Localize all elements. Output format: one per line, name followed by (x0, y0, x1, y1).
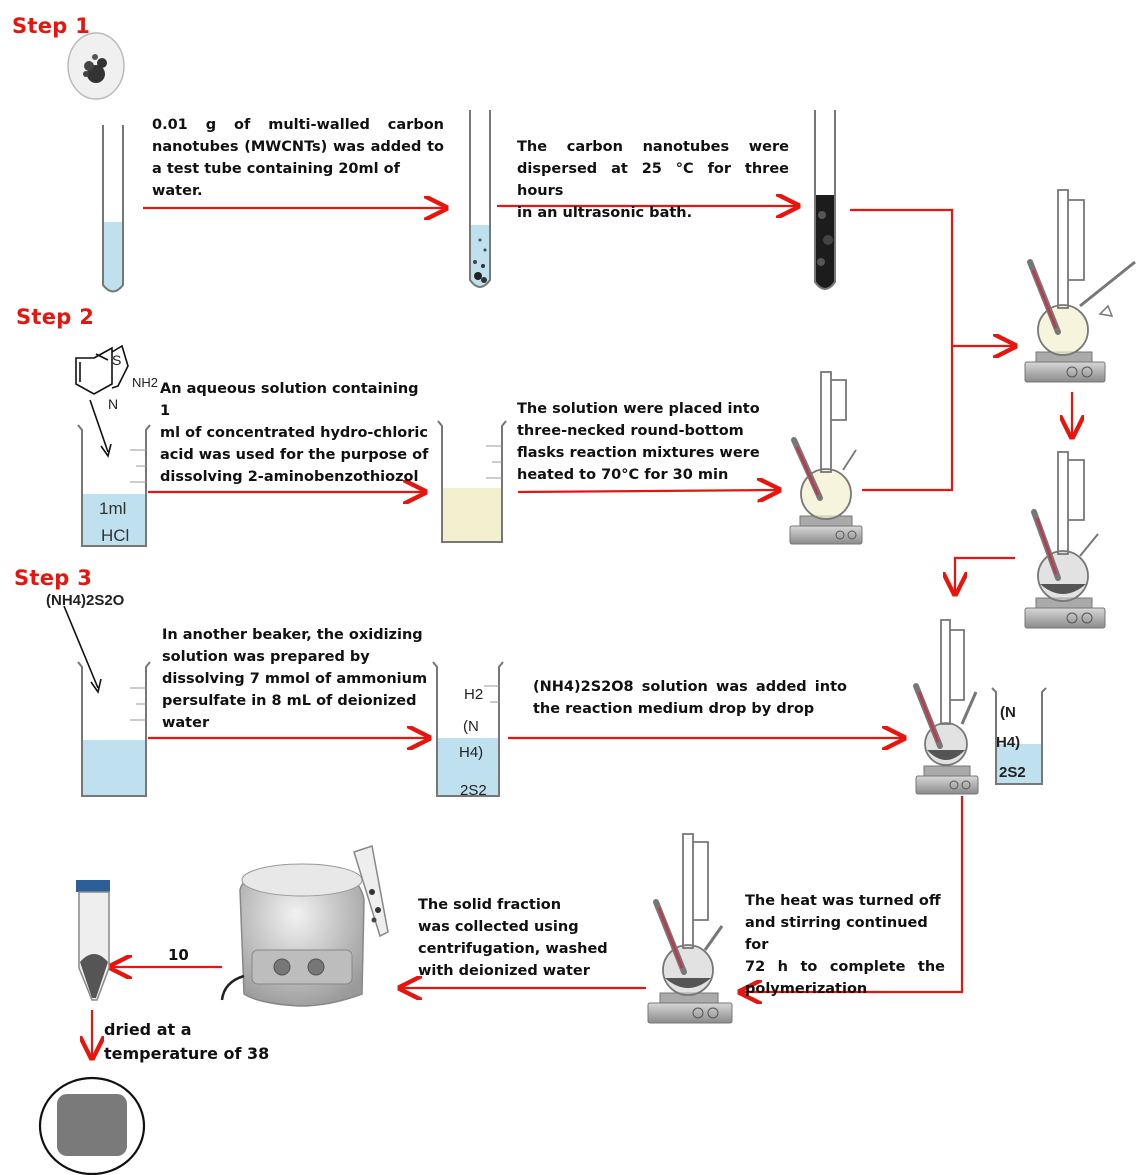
text-line: water (162, 715, 210, 731)
text-line: (NH4)2S2O8 solution was added into (533, 679, 847, 695)
text-line: An aqueous solution containing 1 (160, 381, 419, 419)
description-mwcnt-addition: 0.01 g of multi-walled carbon nanotubes … (152, 114, 444, 202)
text-line: In another beaker, the oxidizing (162, 627, 423, 643)
text-line: with deionized water (418, 963, 590, 979)
beaker2-label-4: 2S2 (460, 782, 487, 796)
arrow-7 (955, 556, 1015, 594)
text-line: 0.01 g of multi-walled carbon (152, 117, 444, 133)
text-line: The carbon nanotubes were (517, 139, 789, 155)
reaction-setup-oxidation (913, 619, 979, 795)
beaker-dissolved-solution (437, 420, 507, 543)
description-flask-heating: The solution were placed into three-neck… (517, 398, 777, 486)
beaker-hcl (77, 424, 151, 547)
reaction-setup-polymerization (647, 833, 733, 1024)
text-line: dispersed at 25 °C for three hours (517, 161, 789, 199)
step-3-heading: Step 3 (14, 566, 93, 590)
text-line: The heat was turned off (745, 893, 941, 909)
text-line: the reaction medium drop by drop (533, 701, 815, 717)
step-2-heading: Step 2 (16, 305, 95, 329)
connector-2 (862, 346, 954, 492)
text-line: temperature of 38 (104, 1044, 270, 1063)
beaker3-label-3: 2S2 (999, 764, 1026, 781)
text-line: was collected using (418, 919, 579, 935)
beaker2-label-2: (N (463, 718, 479, 735)
text-line: acid was used for the purpose of (160, 447, 429, 463)
reagent-arrow-2 (63, 605, 99, 689)
beaker3-label-1: (N (1000, 704, 1016, 721)
test-tube-water (102, 125, 124, 293)
beaker-oxidizer (77, 661, 151, 797)
reagent-arrow-1 (89, 399, 109, 453)
text-line: centrifugation, washed (418, 941, 608, 957)
test-tube-dispersed-cnt (814, 110, 836, 290)
text-line: in an ultrasonic bath. (517, 205, 693, 221)
text-line: heated to 70°C for 30 min (517, 467, 729, 483)
text-line: nanotubes (MWCNTs) was added to (152, 139, 444, 155)
text-line: and stirring continued for (745, 915, 928, 953)
description-ultrasonic-dispersion: The carbon nanotubes were dispersed at 2… (517, 136, 789, 224)
description-centrifugation: The solid fraction was collected using c… (418, 894, 618, 982)
text-line: The solid fraction (418, 897, 562, 913)
arrow-10 (740, 796, 964, 992)
description-dropwise-addition: (NH4)2S2O8 solution was added into the r… (533, 676, 847, 720)
beaker2-label-3: H4) (459, 744, 484, 761)
text-line: dried at a (104, 1020, 192, 1039)
benzothiazole-n-label: N (108, 396, 119, 412)
aps-formula-label: (NH4)2S2O (46, 592, 125, 609)
connector-1 (850, 208, 954, 346)
beaker-dropping-aps (991, 687, 1047, 785)
text-line: 72 h to complete the (745, 959, 945, 975)
reaction-setup-heating (789, 371, 863, 545)
text-line: ml of concentrated hydro-chloric (160, 425, 428, 441)
text-line: a test tube containing 20ml of water. (152, 161, 400, 199)
beaker-ammonium-persulfate (432, 661, 504, 797)
falcon-tube-product (76, 880, 110, 1001)
description-drying: dried at a temperature of 38 (104, 1018, 304, 1066)
test-tube-dispersing (469, 110, 491, 288)
dried-polymer-dish (38, 1076, 146, 1175)
aminobenzothiazole-structure (75, 344, 129, 395)
hcl-label: HCl (101, 526, 130, 544)
text-line: The solution were placed into (517, 401, 760, 417)
centrifuge (220, 863, 365, 1007)
beaker2-label-1: H2 (464, 686, 484, 703)
text-line: solution was prepared by (162, 649, 370, 665)
hcl-volume-label: 1ml (99, 499, 127, 518)
benzothiazole-s-label: S (112, 352, 122, 368)
description-polymerization: The heat was turned off and stirring con… (745, 890, 945, 1000)
description-hcl-solution: An aqueous solution containing 1 ml of c… (160, 378, 432, 488)
text-line: three-necked round-bottom (517, 423, 744, 439)
centrifuge-number: 10 (168, 946, 189, 964)
step-1-heading: Step 1 (12, 14, 91, 38)
benzothiazole-nh2-label: NH2 (132, 375, 159, 390)
text-line: persulfate in 8 mL of deionized (162, 693, 417, 709)
text-line: dissolving 2-aminobenzothiozol (160, 469, 419, 485)
text-line: flasks reaction mixtures were (517, 445, 760, 461)
description-oxidizer-prep: In another beaker, the oxidizing solutio… (162, 624, 432, 734)
reaction-setup-combined (1024, 189, 1136, 383)
reaction-setup-mixed (1024, 451, 1106, 629)
text-line: dissolving 7 mmol of ammonium (162, 671, 428, 687)
beaker3-label-2: H4) (996, 734, 1021, 751)
arrow-4 (517, 490, 779, 492)
watch-glass-mwcnt (67, 32, 125, 100)
centrifuge-tube-small (353, 845, 389, 938)
text-line: polymerization (745, 981, 868, 997)
